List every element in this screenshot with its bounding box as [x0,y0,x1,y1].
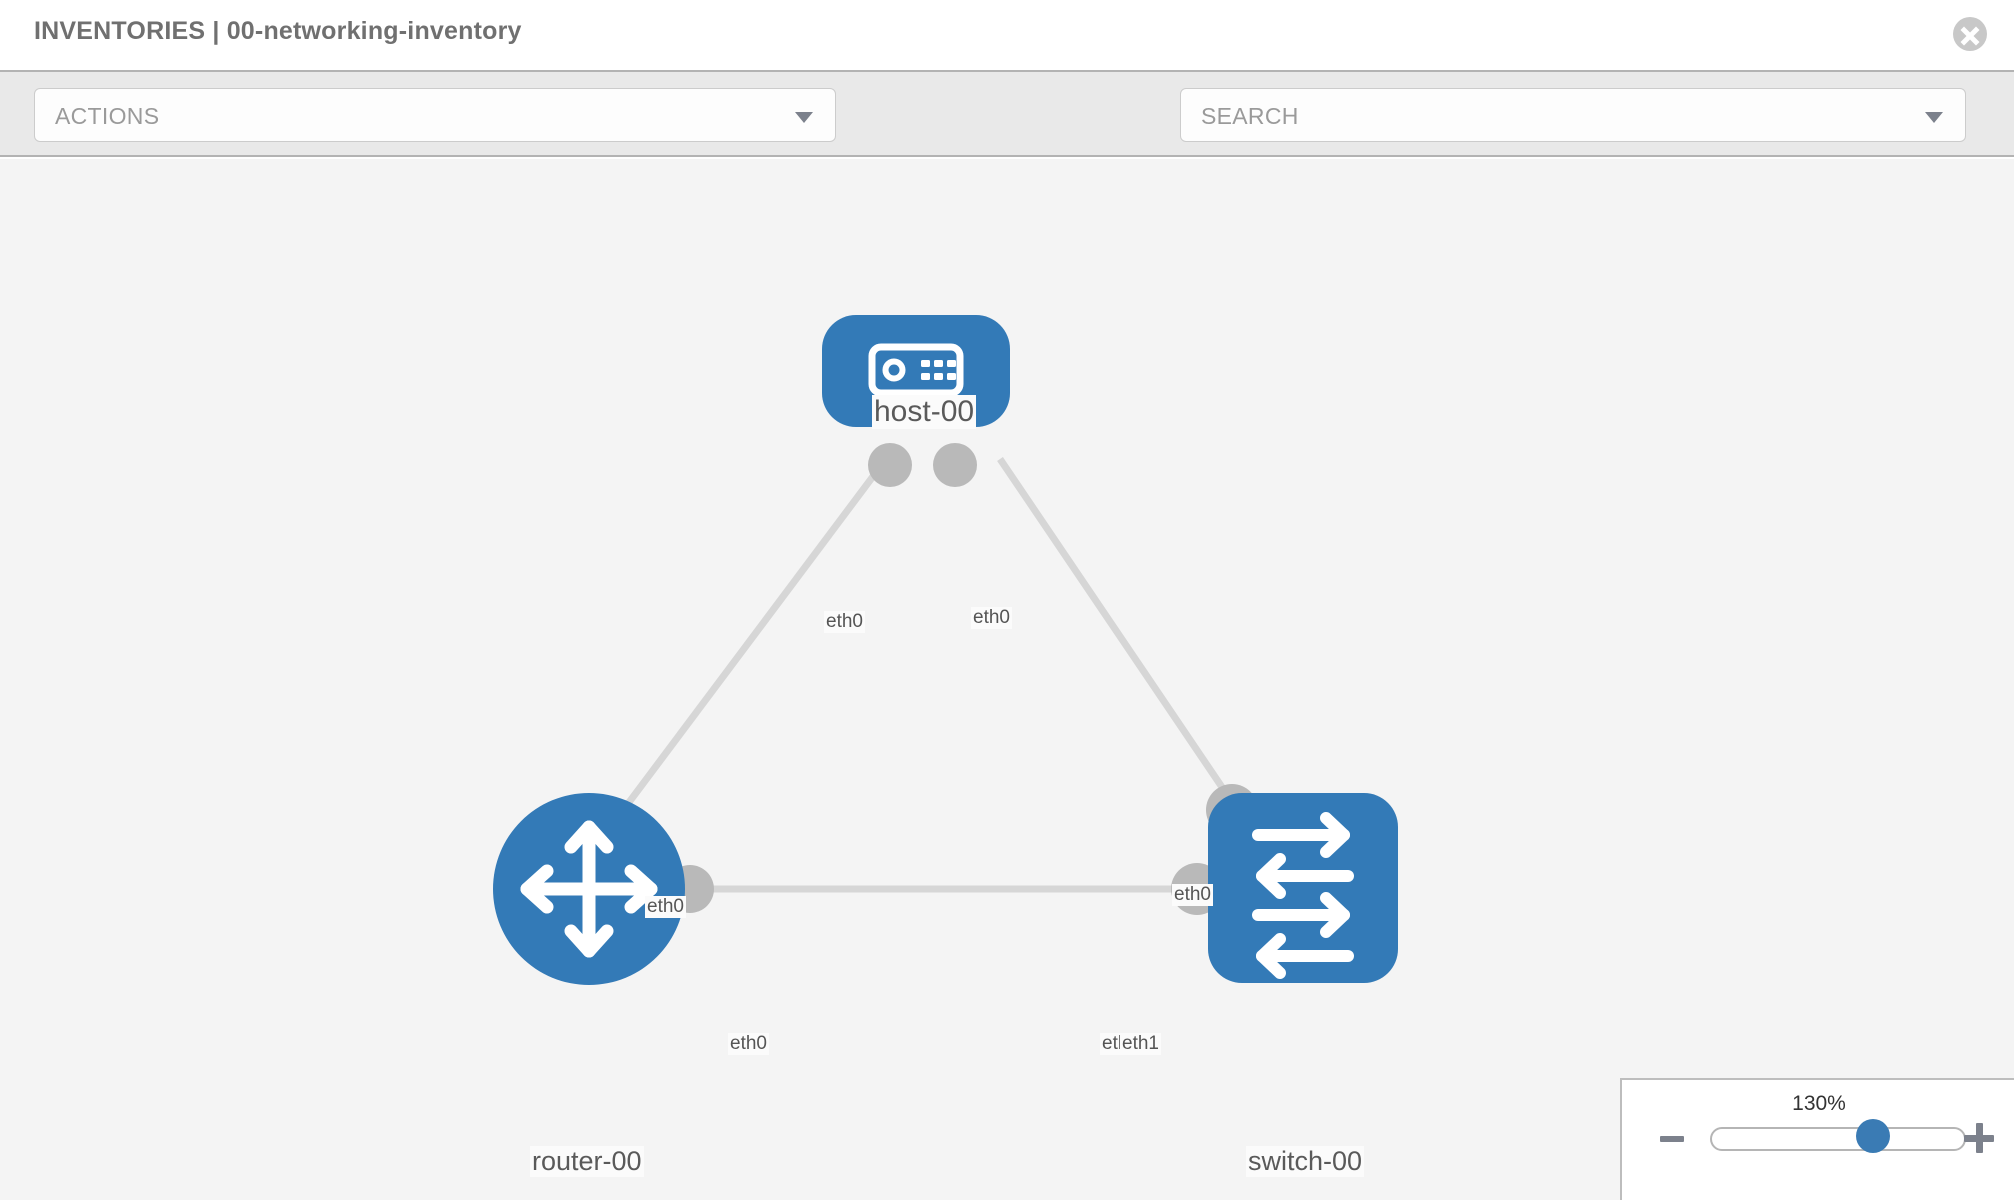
node-label-router-00: router-00 [530,1146,644,1177]
zoom-in-button[interactable] [1964,1123,1994,1153]
chevron-down-icon [1925,112,1943,123]
iface-label: eth0 [1172,884,1213,906]
topology-links [621,456,1245,893]
switch-arrows-icon [1252,812,1354,979]
actions-dropdown-label: ACTIONS [55,103,160,129]
close-icon[interactable] [1953,17,1987,51]
node-router-00 [493,793,685,985]
actions-dropdown[interactable]: ACTIONS [34,88,836,142]
topology-connectors [666,443,1258,915]
zoom-slider-row [1622,1119,2014,1168]
zoom-slider-thumb[interactable] [1856,1119,1890,1153]
router-arrows-icon [520,820,658,958]
topology-canvas[interactable]: host-00 router-00 switch-00 eth0 eth0 et… [0,159,2014,1200]
connector-nub [868,443,912,487]
zoom-out-button[interactable] [1660,1136,1684,1142]
node-switch-00 [1208,793,1398,983]
connector-nub [933,443,977,487]
search-placeholder: SEARCH [1201,103,1299,129]
page-header: INVENTORIES | 00-networking-inventory [0,0,2014,70]
iface-label: eth0 [645,896,686,918]
iface-label: eth0 [824,611,865,633]
node-label-host-00: host-00 [872,395,977,429]
iface-label: eth0 [971,607,1012,629]
topology-graph [493,315,1398,985]
node-label-switch-00: switch-00 [1246,1146,1365,1177]
iface-label: eth0 [728,1033,769,1055]
zoom-slider-track[interactable] [1710,1119,1966,1153]
server-icon [868,343,964,397]
zoom-percent-label: 130% [1792,1092,1846,1115]
page-title: INVENTORIES | 00-networking-inventory [34,17,522,45]
link-host-router [621,456,889,812]
toolbar: ACTIONS SEARCH [0,70,2014,200]
zoom-control-panel: 130% [1620,1078,2014,1200]
link-host-switch [997,457,1233,801]
chevron-down-icon [795,112,813,123]
search-input[interactable]: SEARCH [1180,88,1966,142]
iface-label: eth1 [1120,1033,1161,1055]
